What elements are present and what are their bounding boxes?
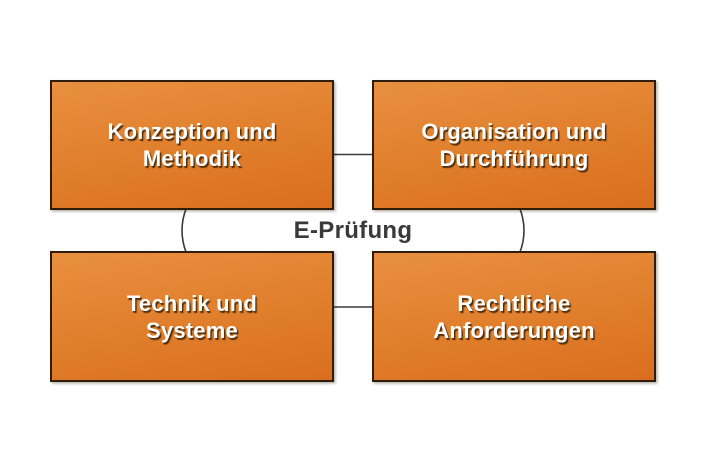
- box-label-line: Durchführung: [439, 146, 589, 171]
- box-organisation-und-durchfuehrung: Organisation und Durchführung: [372, 80, 656, 210]
- box-label-line: Technik und: [126, 290, 258, 316]
- box-technik-und-systeme: Technik und Systeme: [50, 251, 334, 382]
- box-label-technik-und-systeme: Technik und Systeme: [127, 290, 257, 344]
- box-label-line: Anforderungen: [433, 317, 595, 343]
- box-label-konzeption-und-methodik: Konzeption und Methodik: [108, 118, 277, 172]
- box-label-organisation-und-durchfuehrung: Organisation und Durchführung: [421, 118, 606, 172]
- box-label-line: Methodik: [142, 146, 242, 171]
- box-label-line: Systeme: [146, 317, 238, 343]
- box-rechtliche-anforderungen: Rechtliche Anforderungen: [372, 251, 656, 382]
- center-ellipse: [181, 208, 525, 253]
- diagram-center-title: E-Prüfung: [293, 217, 413, 244]
- box-label-line: Rechtliche: [457, 290, 571, 316]
- box-label-line: Konzeption und: [107, 119, 277, 144]
- box-label-rechtliche-anforderungen: Rechtliche Anforderungen: [433, 290, 594, 344]
- box-label-line: Organisation und: [421, 119, 607, 144]
- box-konzeption-und-methodik: Konzeption und Methodik: [50, 80, 334, 210]
